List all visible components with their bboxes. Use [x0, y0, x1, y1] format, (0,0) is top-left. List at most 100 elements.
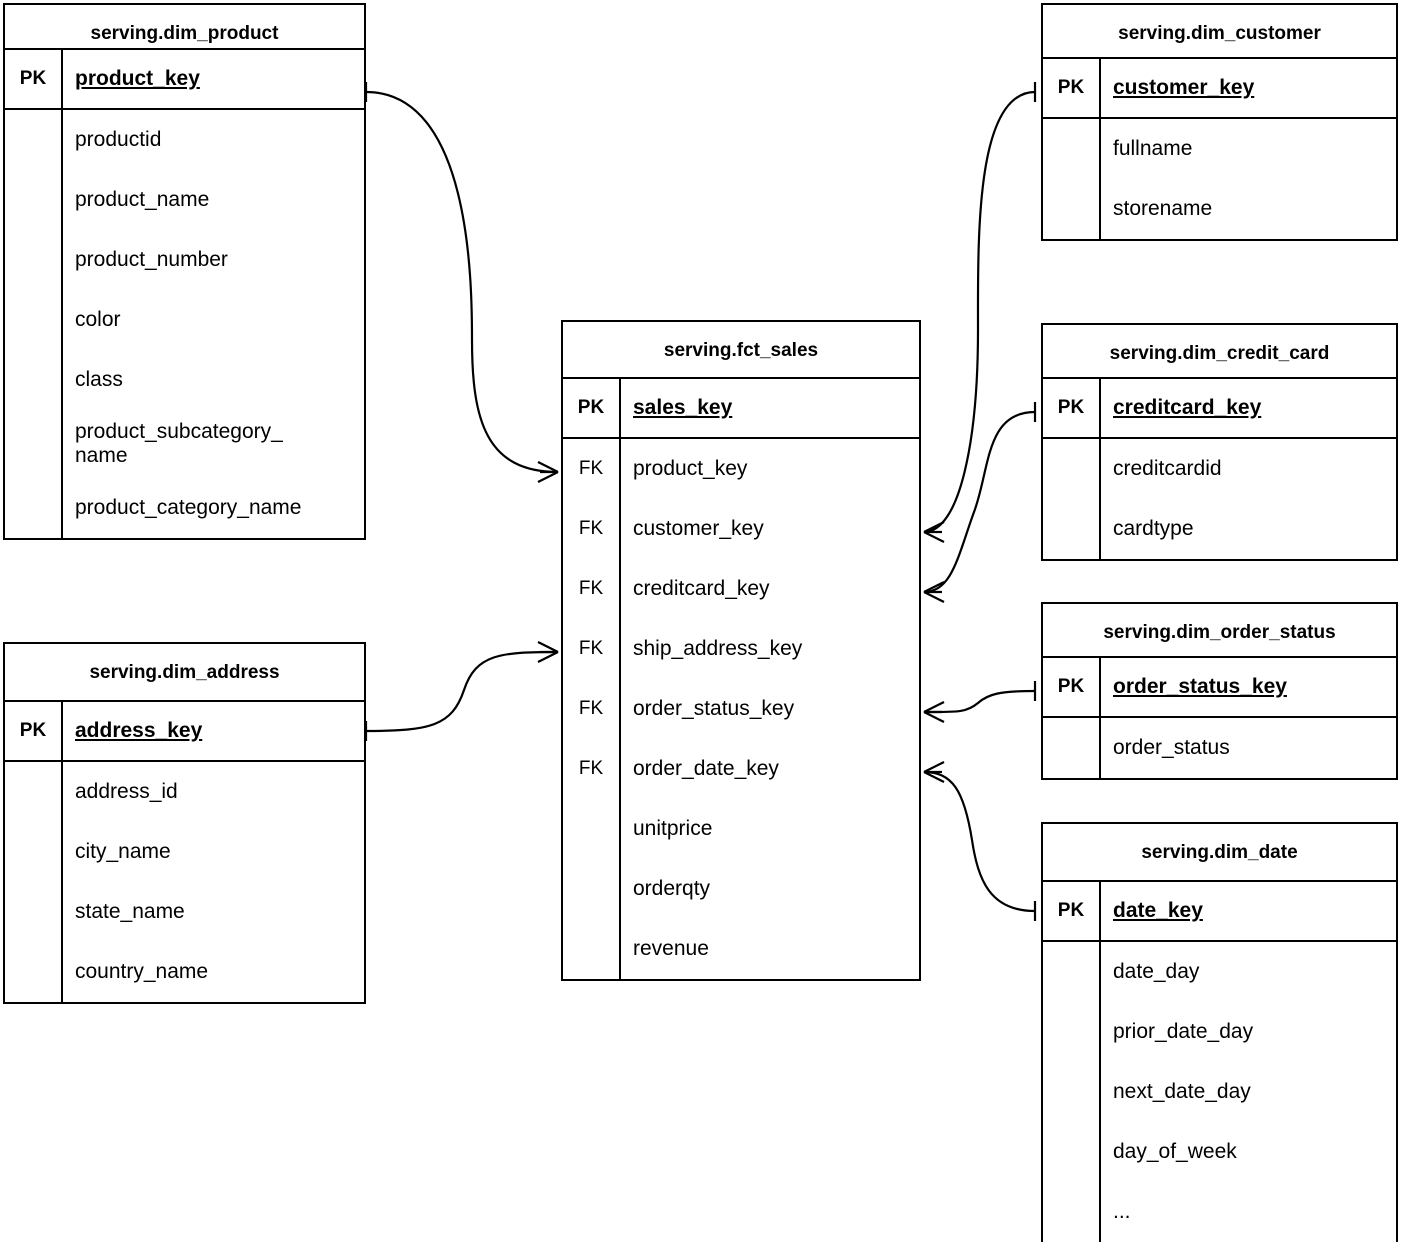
relationship-order-status-line — [923, 689, 1036, 714]
fk-row[interactable]: FK order_date_key — [563, 739, 919, 799]
attribute-row[interactable]: creditcardid — [1043, 439, 1396, 499]
fk-field-name: product_key — [633, 456, 748, 480]
attribute-row[interactable]: day_of_week — [1043, 1122, 1396, 1182]
key-gutter — [5, 882, 63, 942]
pk-field-dim-date: date_key — [1113, 898, 1203, 922]
fk-field-name: order_date_key — [633, 756, 779, 780]
relationship-order-status-crowfoot — [923, 701, 945, 723]
pk-row-dim-customer[interactable]: PK customer_key — [1043, 59, 1396, 119]
attribute-row[interactable]: date_day — [1043, 942, 1396, 1002]
key-gutter — [5, 478, 63, 538]
pk-row-fct-sales[interactable]: PK sales_key — [563, 379, 919, 439]
fk-badge: FK — [563, 499, 621, 559]
attribute-row[interactable]: product_category_name — [5, 478, 364, 538]
key-gutter — [5, 822, 63, 882]
pk-row-dim-credit-card[interactable]: PK creditcard_key — [1043, 379, 1396, 439]
attribute-row[interactable]: address_id — [5, 762, 364, 822]
measure-name: unitprice — [633, 816, 713, 840]
key-gutter — [1043, 942, 1101, 1002]
fk-row[interactable]: FK customer_key — [563, 499, 919, 559]
relationship-address-crowfoot — [537, 641, 559, 663]
pk-badge-dim-credit-card: PK — [1043, 379, 1101, 437]
attribute-name: productid — [75, 127, 162, 151]
attribute-name: class — [75, 367, 123, 391]
attribute-row[interactable]: cardtype — [1043, 499, 1396, 559]
attribute-row[interactable]: class — [5, 350, 364, 410]
entity-dim-product[interactable]: serving.dim_product PK product_key produ… — [3, 3, 366, 540]
pk-badge-dim-product: PK — [5, 50, 63, 108]
measure-row[interactable]: orderqty — [563, 859, 919, 919]
attribute-row[interactable]: state_name — [5, 882, 364, 942]
attribute-name: storename — [1113, 196, 1213, 220]
measure-row[interactable]: revenue — [563, 919, 919, 979]
attribute-row[interactable]: country_name — [5, 942, 364, 1002]
attribute-name: order_status — [1113, 735, 1230, 759]
entity-dim-order-status[interactable]: serving.dim_order_status PK order_status… — [1041, 602, 1398, 780]
attribute-name: state_name — [75, 899, 185, 923]
key-gutter — [1043, 718, 1101, 778]
key-gutter — [5, 290, 63, 350]
key-gutter — [5, 230, 63, 290]
attribute-row[interactable]: storename — [1043, 179, 1396, 239]
pk-field-dim-customer: customer_key — [1113, 75, 1255, 99]
key-gutter — [1043, 1182, 1101, 1242]
attribute-name: address_id — [75, 779, 178, 803]
entity-title-dim-product: serving.dim_product — [5, 5, 364, 50]
attribute-name: product_category_name — [75, 495, 302, 519]
pk-row-dim-product[interactable]: PK product_key — [5, 50, 364, 110]
relationship-credit-card — [923, 402, 1037, 603]
relationship-customer-line — [923, 90, 1036, 534]
relationship-product-crowfoot — [537, 461, 559, 483]
key-gutter — [1043, 1002, 1101, 1062]
pk-row-dim-order-status[interactable]: PK order_status_key — [1043, 658, 1396, 718]
entity-fct-sales[interactable]: serving.fct_sales PK sales_key FK produc… — [561, 320, 921, 981]
fk-row[interactable]: FK creditcard_key — [563, 559, 919, 619]
attribute-row[interactable]: product_subcategory_ name — [5, 410, 364, 478]
attribute-name: color — [75, 307, 121, 331]
entity-dim-customer[interactable]: serving.dim_customer PK customer_key ful… — [1041, 3, 1398, 241]
attribute-row[interactable]: prior_date_day — [1043, 1002, 1396, 1062]
pk-row-dim-date[interactable]: PK date_key — [1043, 882, 1396, 942]
attribute-row[interactable]: order_status — [1043, 718, 1396, 778]
entity-dim-credit-card[interactable]: serving.dim_credit_card PK creditcard_ke… — [1041, 323, 1398, 561]
key-gutter — [5, 762, 63, 822]
entity-dim-date[interactable]: serving.dim_date PK date_key date_day pr… — [1041, 822, 1398, 1242]
pk-badge-fct-sales: PK — [563, 379, 621, 437]
fk-row[interactable]: FK ship_address_key — [563, 619, 919, 679]
attribute-row[interactable]: city_name — [5, 822, 364, 882]
attribute-name: product_name — [75, 187, 210, 211]
key-gutter — [1043, 179, 1101, 239]
relationship-address — [364, 641, 559, 741]
measure-name: orderqty — [633, 876, 711, 900]
measure-row[interactable]: unitprice — [563, 799, 919, 859]
fk-field-name: ship_address_key — [633, 636, 803, 660]
fk-row[interactable]: FK product_key — [563, 439, 919, 499]
attribute-row[interactable]: fullname — [1043, 119, 1396, 179]
key-gutter — [5, 350, 63, 410]
relationship-customer — [923, 82, 1037, 543]
relationship-credit-card-crowfoot — [923, 581, 945, 603]
attribute-name: creditcardid — [1113, 456, 1222, 480]
attribute-row[interactable]: ... — [1043, 1182, 1396, 1242]
attribute-row[interactable]: color — [5, 290, 364, 350]
attribute-list-dim-date: date_day prior_date_day next_date_day da… — [1043, 942, 1396, 1242]
fk-badge: FK — [563, 739, 621, 799]
key-gutter — [1043, 499, 1101, 559]
attribute-row[interactable]: product_number — [5, 230, 364, 290]
entity-title-fct-sales: serving.fct_sales — [563, 322, 919, 379]
pk-field-dim-product: product_key — [75, 66, 200, 90]
entity-title-dim-order-status: serving.dim_order_status — [1043, 604, 1396, 658]
attribute-name: cardtype — [1113, 516, 1194, 540]
key-gutter — [5, 110, 63, 170]
relationship-product — [364, 82, 559, 483]
key-gutter — [563, 859, 621, 919]
attribute-row[interactable]: next_date_day — [1043, 1062, 1396, 1122]
entity-dim-address[interactable]: serving.dim_address PK address_key addre… — [3, 642, 366, 1004]
attribute-name: next_date_day — [1113, 1079, 1251, 1103]
attribute-row[interactable]: product_name — [5, 170, 364, 230]
key-gutter — [5, 942, 63, 1002]
fk-row[interactable]: FK order_status_key — [563, 679, 919, 739]
pk-row-dim-address[interactable]: PK address_key — [5, 702, 364, 762]
attribute-row[interactable]: productid — [5, 110, 364, 170]
